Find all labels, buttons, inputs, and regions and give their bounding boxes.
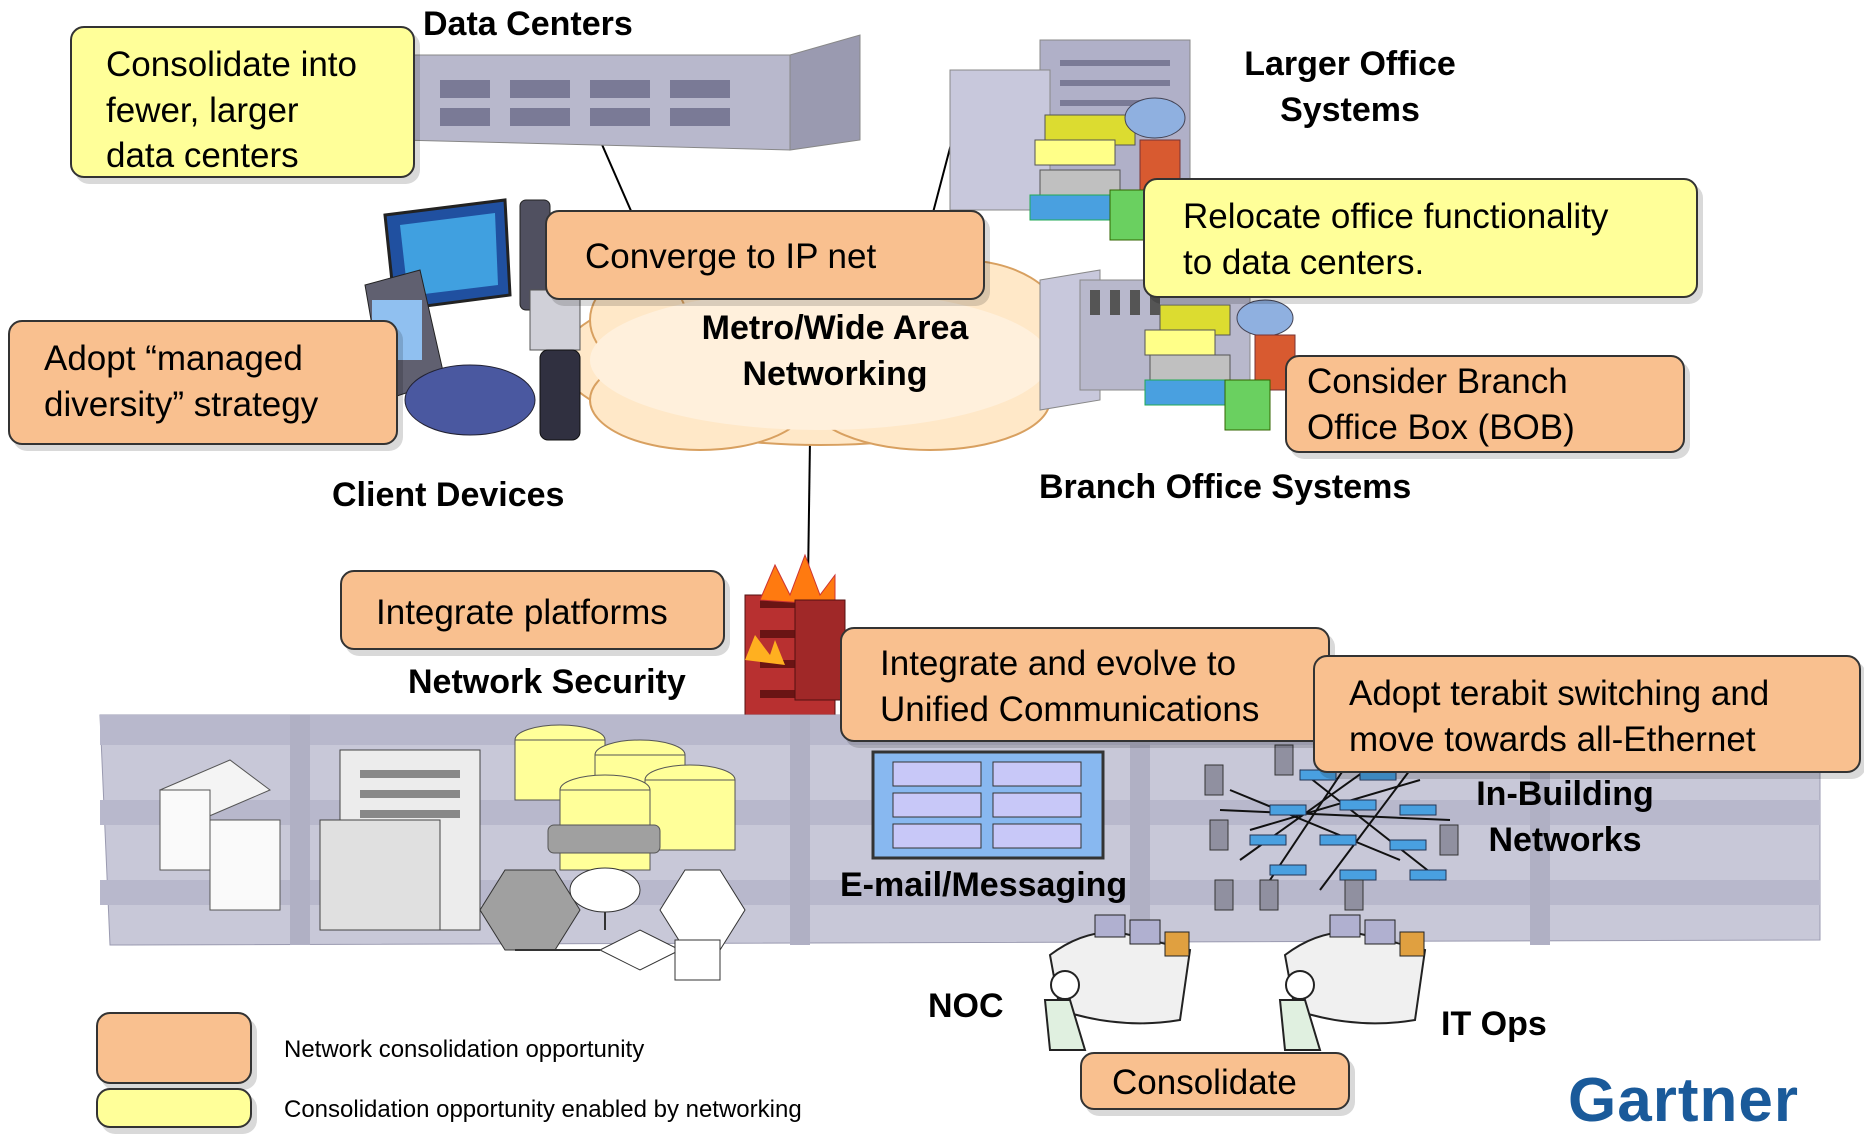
firewall-icon <box>744 553 846 736</box>
larger-office-label: Larger Office Systems <box>1244 45 1456 129</box>
consolidate-data-centers-callout: Consolidate into fewer, larger data cent… <box>70 26 415 178</box>
illustration-canvas <box>99 34 1821 1051</box>
network-switches-icon <box>1249 769 1447 881</box>
client-devices-icon <box>364 198 581 441</box>
client-devices-label: Client Devices <box>332 476 565 514</box>
unified-communications-callout: Integrate and evolve to Unified Communic… <box>840 627 1330 742</box>
gartner-logo: Gartner <box>1568 1066 1799 1135</box>
branch-office-box-callout: Consider Branch Office Box (BOB) <box>1285 355 1685 453</box>
itops-operator-icon <box>1278 914 1427 1051</box>
noc-label: NOC <box>928 987 1004 1025</box>
network-servers-icon <box>1204 744 1459 911</box>
network-mesh-icon <box>1219 759 1451 891</box>
consolidate-callout: Consolidate <box>1080 1052 1350 1110</box>
branch-office-label: Branch Office Systems <box>1039 468 1412 506</box>
legend-network-swatch <box>96 1012 252 1084</box>
server-racks-icon <box>159 749 481 931</box>
legend-network-text: Network consolidation opportunity <box>284 1036 645 1063</box>
email-messaging-icon <box>871 750 1105 860</box>
data-center-building-icon <box>389 34 861 151</box>
terabit-switching-callout: Adopt terabit switching and move towards… <box>1313 655 1861 773</box>
integrate-platforms-callout: Integrate platforms <box>340 570 725 650</box>
data-centers-label: Data Centers <box>423 5 633 43</box>
security-connector-line <box>807 439 811 581</box>
branch-office-building-icon <box>1039 269 1296 431</box>
converge-ip-callout: Converge to IP net <box>545 210 985 300</box>
database-cylinders-icon <box>479 724 746 981</box>
relocate-office-callout: Relocate office functionality to data ce… <box>1143 178 1698 298</box>
noc-operator-icon <box>1043 914 1192 1051</box>
legend-enabled-text: Consolidation opportunity enabled by net… <box>284 1096 802 1123</box>
metro-wan-label: Metro/Wide Area Networking <box>701 309 969 393</box>
in-building-label: In-Building Networks <box>1476 775 1654 859</box>
legend-enabled-swatch <box>96 1088 252 1128</box>
it-ops-label: IT Ops <box>1441 1005 1547 1043</box>
managed-diversity-callout: Adopt “managed diversity” strategy <box>8 320 398 445</box>
network-security-label: Network Security <box>408 663 686 701</box>
email-messaging-label: E-mail/Messaging <box>840 866 1128 904</box>
